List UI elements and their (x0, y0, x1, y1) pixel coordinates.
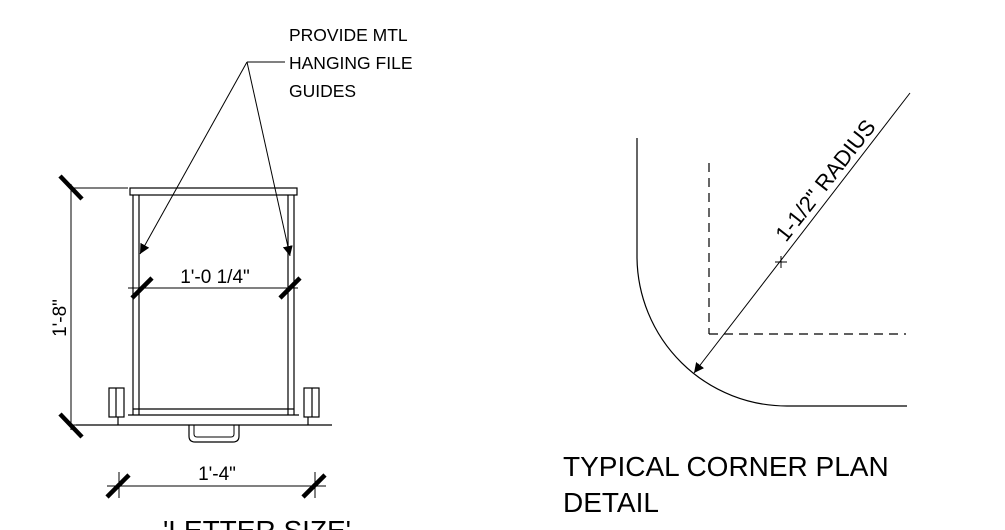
dim-outer-width-tick-right (301, 473, 327, 499)
corner-plan-detail: 1-1/2" RADIUS TYPICAL CORNER PLAN DETAIL (563, 92, 911, 518)
corner-outline (636, 138, 907, 407)
drawer-pull-handle (188, 425, 240, 443)
dim-height-tick-bottom (58, 412, 84, 439)
note-line-1: PROVIDE MTL (289, 25, 408, 45)
dim-outer-width-tick-left (105, 473, 131, 499)
file-drawer-detail: PROVIDE MTL HANGING FILE GUIDES (50, 25, 413, 530)
dim-height-label: 1'-8" (50, 299, 71, 337)
radius-leader (693, 92, 911, 374)
radius-label: 1-1/2" RADIUS (770, 115, 880, 246)
dim-inner-width-tick-left (130, 276, 154, 300)
dim-inner-width-label: 1'-0 1/4" (180, 267, 250, 288)
note-line-3: GUIDES (289, 81, 356, 101)
drawer-caption: 'LETTER SIZE' (163, 515, 351, 530)
dim-outer-width-label: 1'-4" (198, 464, 236, 485)
note-line-2: HANGING FILE (289, 53, 413, 73)
drawer-pull-handle-inner (193, 425, 235, 438)
corner-title-line-1: TYPICAL CORNER PLAN (563, 451, 889, 482)
corner-title-line-2: DETAIL (563, 487, 659, 518)
note-leader-arrow-left (139, 61, 248, 255)
note-leader-arrow-right (246, 61, 293, 257)
dim-height-tick-top (58, 174, 84, 201)
drawer-top-rail (129, 187, 298, 196)
dim-inner-width-tick-right (278, 276, 302, 300)
